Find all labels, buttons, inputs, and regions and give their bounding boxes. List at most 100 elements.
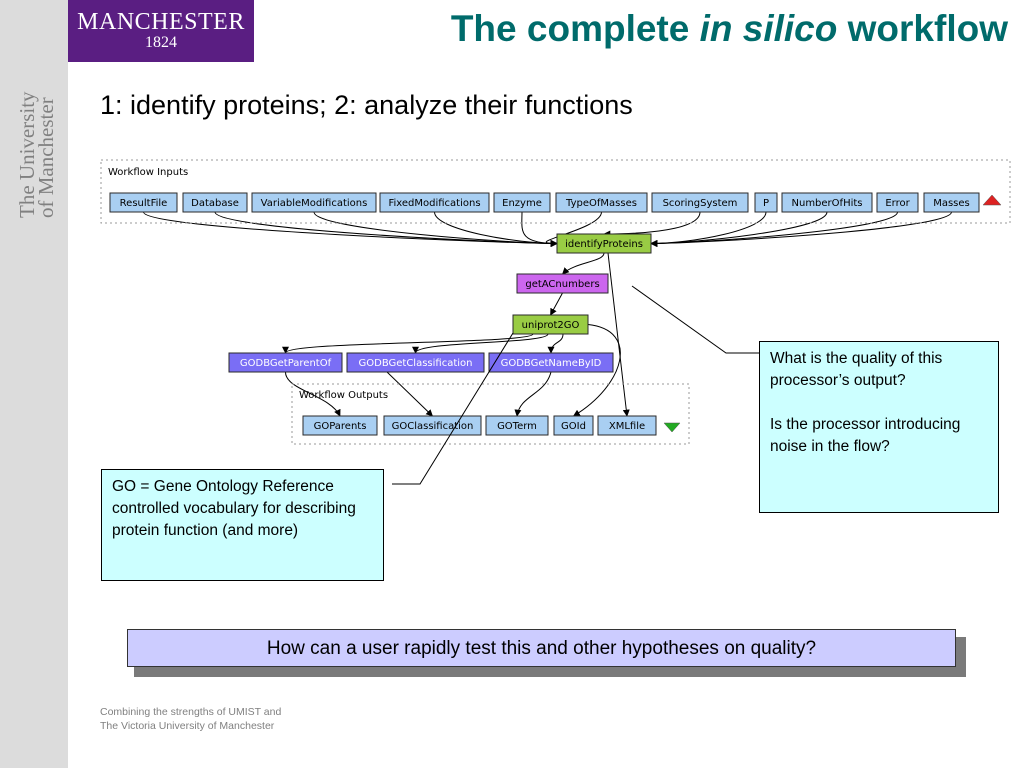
input-result-file[interactable]: ResultFile <box>109 192 178 213</box>
footer: Combining the strengths of UMIST and The… <box>100 705 281 733</box>
output-goid[interactable]: GOId <box>553 415 594 436</box>
input-scoring-system-box <box>651 192 749 213</box>
input-error-label: Error <box>885 198 910 209</box>
output-goterm-box <box>485 415 549 436</box>
edge-uniprot-godb-1 <box>412 333 549 354</box>
output-goid-label: GOId <box>561 421 586 432</box>
input-scoring-system-label: ScoringSystem <box>663 198 738 209</box>
input-result-file-box <box>109 192 178 213</box>
edge-input-10 <box>650 211 952 247</box>
output-goclassification-box <box>383 415 482 436</box>
hypothesis-banner: How can a user rapidly test this and oth… <box>127 629 956 667</box>
footer-line2: The Victoria University of Manchester <box>100 720 275 732</box>
input-database-label: Database <box>191 198 239 209</box>
processor-godbget-classification-label: GODBGetClassification <box>359 358 473 369</box>
input-fixed-modifications[interactable]: FixedModifications <box>379 192 490 213</box>
input-masses[interactable]: Masses <box>923 192 980 213</box>
inputs-container-label: Workflow Inputs <box>108 167 188 178</box>
expand-down-icon[interactable] <box>663 422 681 433</box>
processor-identify-proteins-label: identifyProteins <box>565 239 643 250</box>
footer-line1: Combining the strengths of UMIST and <box>100 706 282 718</box>
input-result-file-label: ResultFile <box>120 198 168 209</box>
output-goterm-label: GOTerm <box>497 421 537 432</box>
edge-input-0 <box>143 211 558 247</box>
leader-quality <box>631 285 759 354</box>
input-fixed-modifications-box <box>379 192 490 213</box>
input-type-of-masses-label: TypeOfMasses <box>565 198 637 209</box>
go-definition-text: GO = Gene Ontology Reference controlled … <box>112 478 356 539</box>
output-goparents[interactable]: GOParents <box>302 415 378 436</box>
input-enzyme-box <box>493 192 551 213</box>
leader-go <box>392 332 514 485</box>
edge-uniprot-goid <box>572 324 621 417</box>
go-definition-callout: GO = Gene Ontology Reference controlled … <box>101 469 384 581</box>
input-number-of-hits-label: NumberOfHits <box>792 198 863 209</box>
processor-identify-proteins[interactable]: identifyProteins <box>556 233 652 254</box>
slide-subtitle: 1: identify proteins; 2: analyze their f… <box>100 90 633 120</box>
edge-uniprot-godb-0 <box>282 333 534 354</box>
processor-godbget-classification-box <box>346 352 485 373</box>
input-enzyme-label: Enzyme <box>502 198 542 209</box>
title-italic: in silico <box>699 8 838 49</box>
processor-uniprot2go-label: uniprot2GO <box>522 320 580 331</box>
processor-godbget-parent-of-box <box>228 352 343 373</box>
edge-godb-goclassification <box>386 371 434 417</box>
output-xmlfile[interactable]: XMLfile <box>597 415 657 436</box>
callout-question-2: Is the processor introducing noise in th… <box>770 416 961 455</box>
processor-godbget-name-by-id-label: GODBGetNameByID <box>501 358 602 369</box>
input-variable-modifications-label: VariableModifications <box>261 198 368 209</box>
input-masses-label: Masses <box>933 198 970 209</box>
processor-uniprot2go[interactable]: uniprot2GO <box>512 314 589 335</box>
input-database-box <box>182 192 248 213</box>
input-p[interactable]: P <box>754 192 778 213</box>
input-error[interactable]: Error <box>876 192 919 213</box>
edge-identify-xmlfile <box>607 252 630 417</box>
output-goparents-label: GOParents <box>314 421 367 432</box>
output-goid-box <box>553 415 594 436</box>
expand-up-icon[interactable] <box>982 194 1002 206</box>
output-goterm[interactable]: GOTerm <box>485 415 549 436</box>
edge-godb-goparents <box>284 371 341 417</box>
processor-get-ac-numbers-box <box>516 273 609 294</box>
input-error-box <box>876 192 919 213</box>
title-part1: The complete <box>450 8 700 49</box>
input-variable-modifications[interactable]: VariableModifications <box>251 192 377 213</box>
input-type-of-masses[interactable]: TypeOfMasses <box>555 192 648 213</box>
processor-identify-proteins-box <box>556 233 652 254</box>
input-number-of-hits[interactable]: NumberOfHits <box>781 192 873 213</box>
input-fixed-modifications-label: FixedModifications <box>388 198 480 209</box>
sidebar: The University of Manchester <box>0 0 68 768</box>
processor-get-ac-numbers-label: getACnumbers <box>525 279 599 290</box>
edge-uniprot-godb-2 <box>547 333 564 354</box>
input-p-label: P <box>763 198 769 209</box>
title-part2: workflow <box>837 8 1008 49</box>
processor-godbget-parent-of[interactable]: GODBGetParentOf <box>228 352 343 373</box>
processor-get-ac-numbers[interactable]: getACnumbers <box>516 273 609 294</box>
output-goclassification[interactable]: GOClassification <box>383 415 482 436</box>
slide-title: The complete in silico workflow <box>451 8 1008 50</box>
input-database[interactable]: Database <box>182 192 248 213</box>
input-type-of-masses-box <box>555 192 648 213</box>
processor-godbget-name-by-id[interactable]: GODBGetNameByID <box>488 352 614 373</box>
input-enzyme[interactable]: Enzyme <box>493 192 551 213</box>
input-number-of-hits-box <box>781 192 873 213</box>
output-goparents-box <box>302 415 378 436</box>
edge-identify-getac <box>561 252 605 275</box>
callout-question-1: What is the quality of this processor’s … <box>770 350 943 389</box>
logo-name: MANCHESTER <box>77 9 245 35</box>
input-p-box <box>754 192 778 213</box>
edge-input-9 <box>650 211 898 247</box>
processor-godbget-name-by-id-box <box>488 352 614 373</box>
outputs-container-label: Workflow Outputs <box>299 390 388 401</box>
processor-godbget-classification[interactable]: GODBGetClassification <box>346 352 485 373</box>
output-goclassification-label: GOClassification <box>392 421 474 432</box>
output-xmlfile-label: XMLfile <box>609 421 645 432</box>
edge-input-3 <box>434 211 558 247</box>
output-xmlfile-box <box>597 415 657 436</box>
input-masses-box <box>923 192 980 213</box>
processor-uniprot2go-box <box>512 314 589 335</box>
quality-question-callout: What is the quality of this processor’s … <box>759 341 999 513</box>
edge-godb-goterm <box>514 371 552 417</box>
input-scoring-system[interactable]: ScoringSystem <box>651 192 749 213</box>
